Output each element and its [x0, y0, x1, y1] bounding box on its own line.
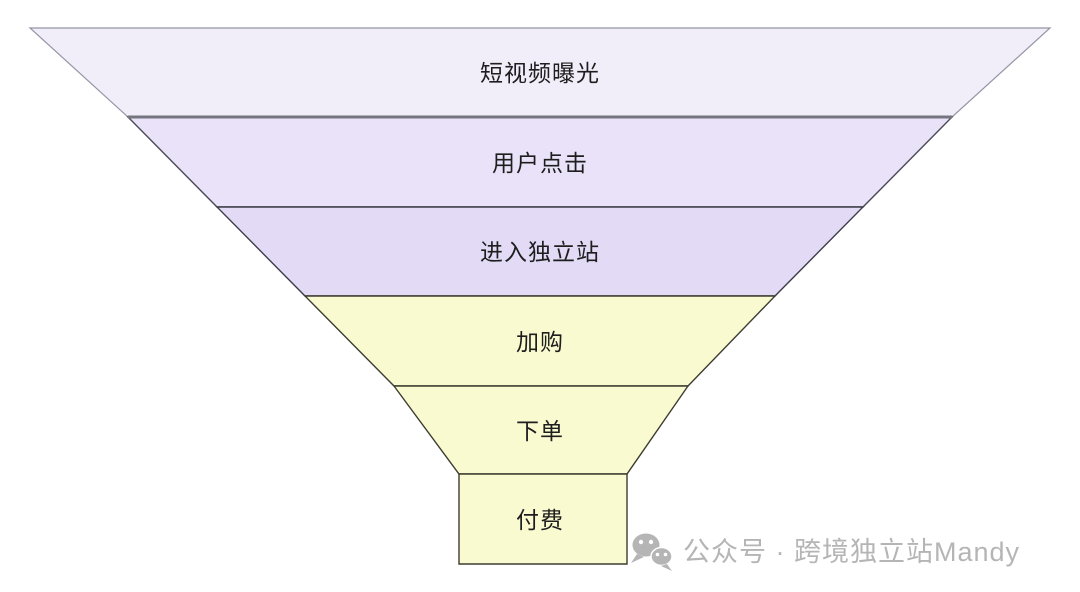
funnel-stage-1-label: 短视频曝光 — [480, 60, 600, 86]
funnel-stage-2-label: 用户点击 — [492, 150, 588, 176]
funnel-stage-5: 下单 — [392, 385, 690, 475]
funnel-stage-1: 短视频曝光 — [28, 27, 1052, 118]
funnel-stage-6: 付费 — [458, 473, 628, 565]
funnel-stage-5-label: 下单 — [516, 418, 564, 444]
watermark-text: 公众号 · 跨境独立站Mandy — [683, 537, 1020, 567]
funnel-stage-3-label: 进入独立站 — [480, 239, 600, 265]
funnel-stage-3: 进入独立站 — [215, 206, 865, 297]
funnel-stage-6-label: 付费 — [516, 507, 564, 533]
wechat-icon — [631, 533, 673, 571]
funnel-stage-6-shape — [458, 473, 628, 565]
funnel-stage-4-label: 加购 — [516, 329, 564, 355]
funnel-stage-2: 用户点击 — [126, 116, 954, 208]
funnel-stage-4: 加购 — [303, 295, 777, 387]
watermark: 公众号 · 跨境独立站Mandy — [631, 533, 1020, 571]
funnel: 短视频曝光 用户点击 进入独立站 加购 下单 付费 — [28, 27, 1052, 565]
